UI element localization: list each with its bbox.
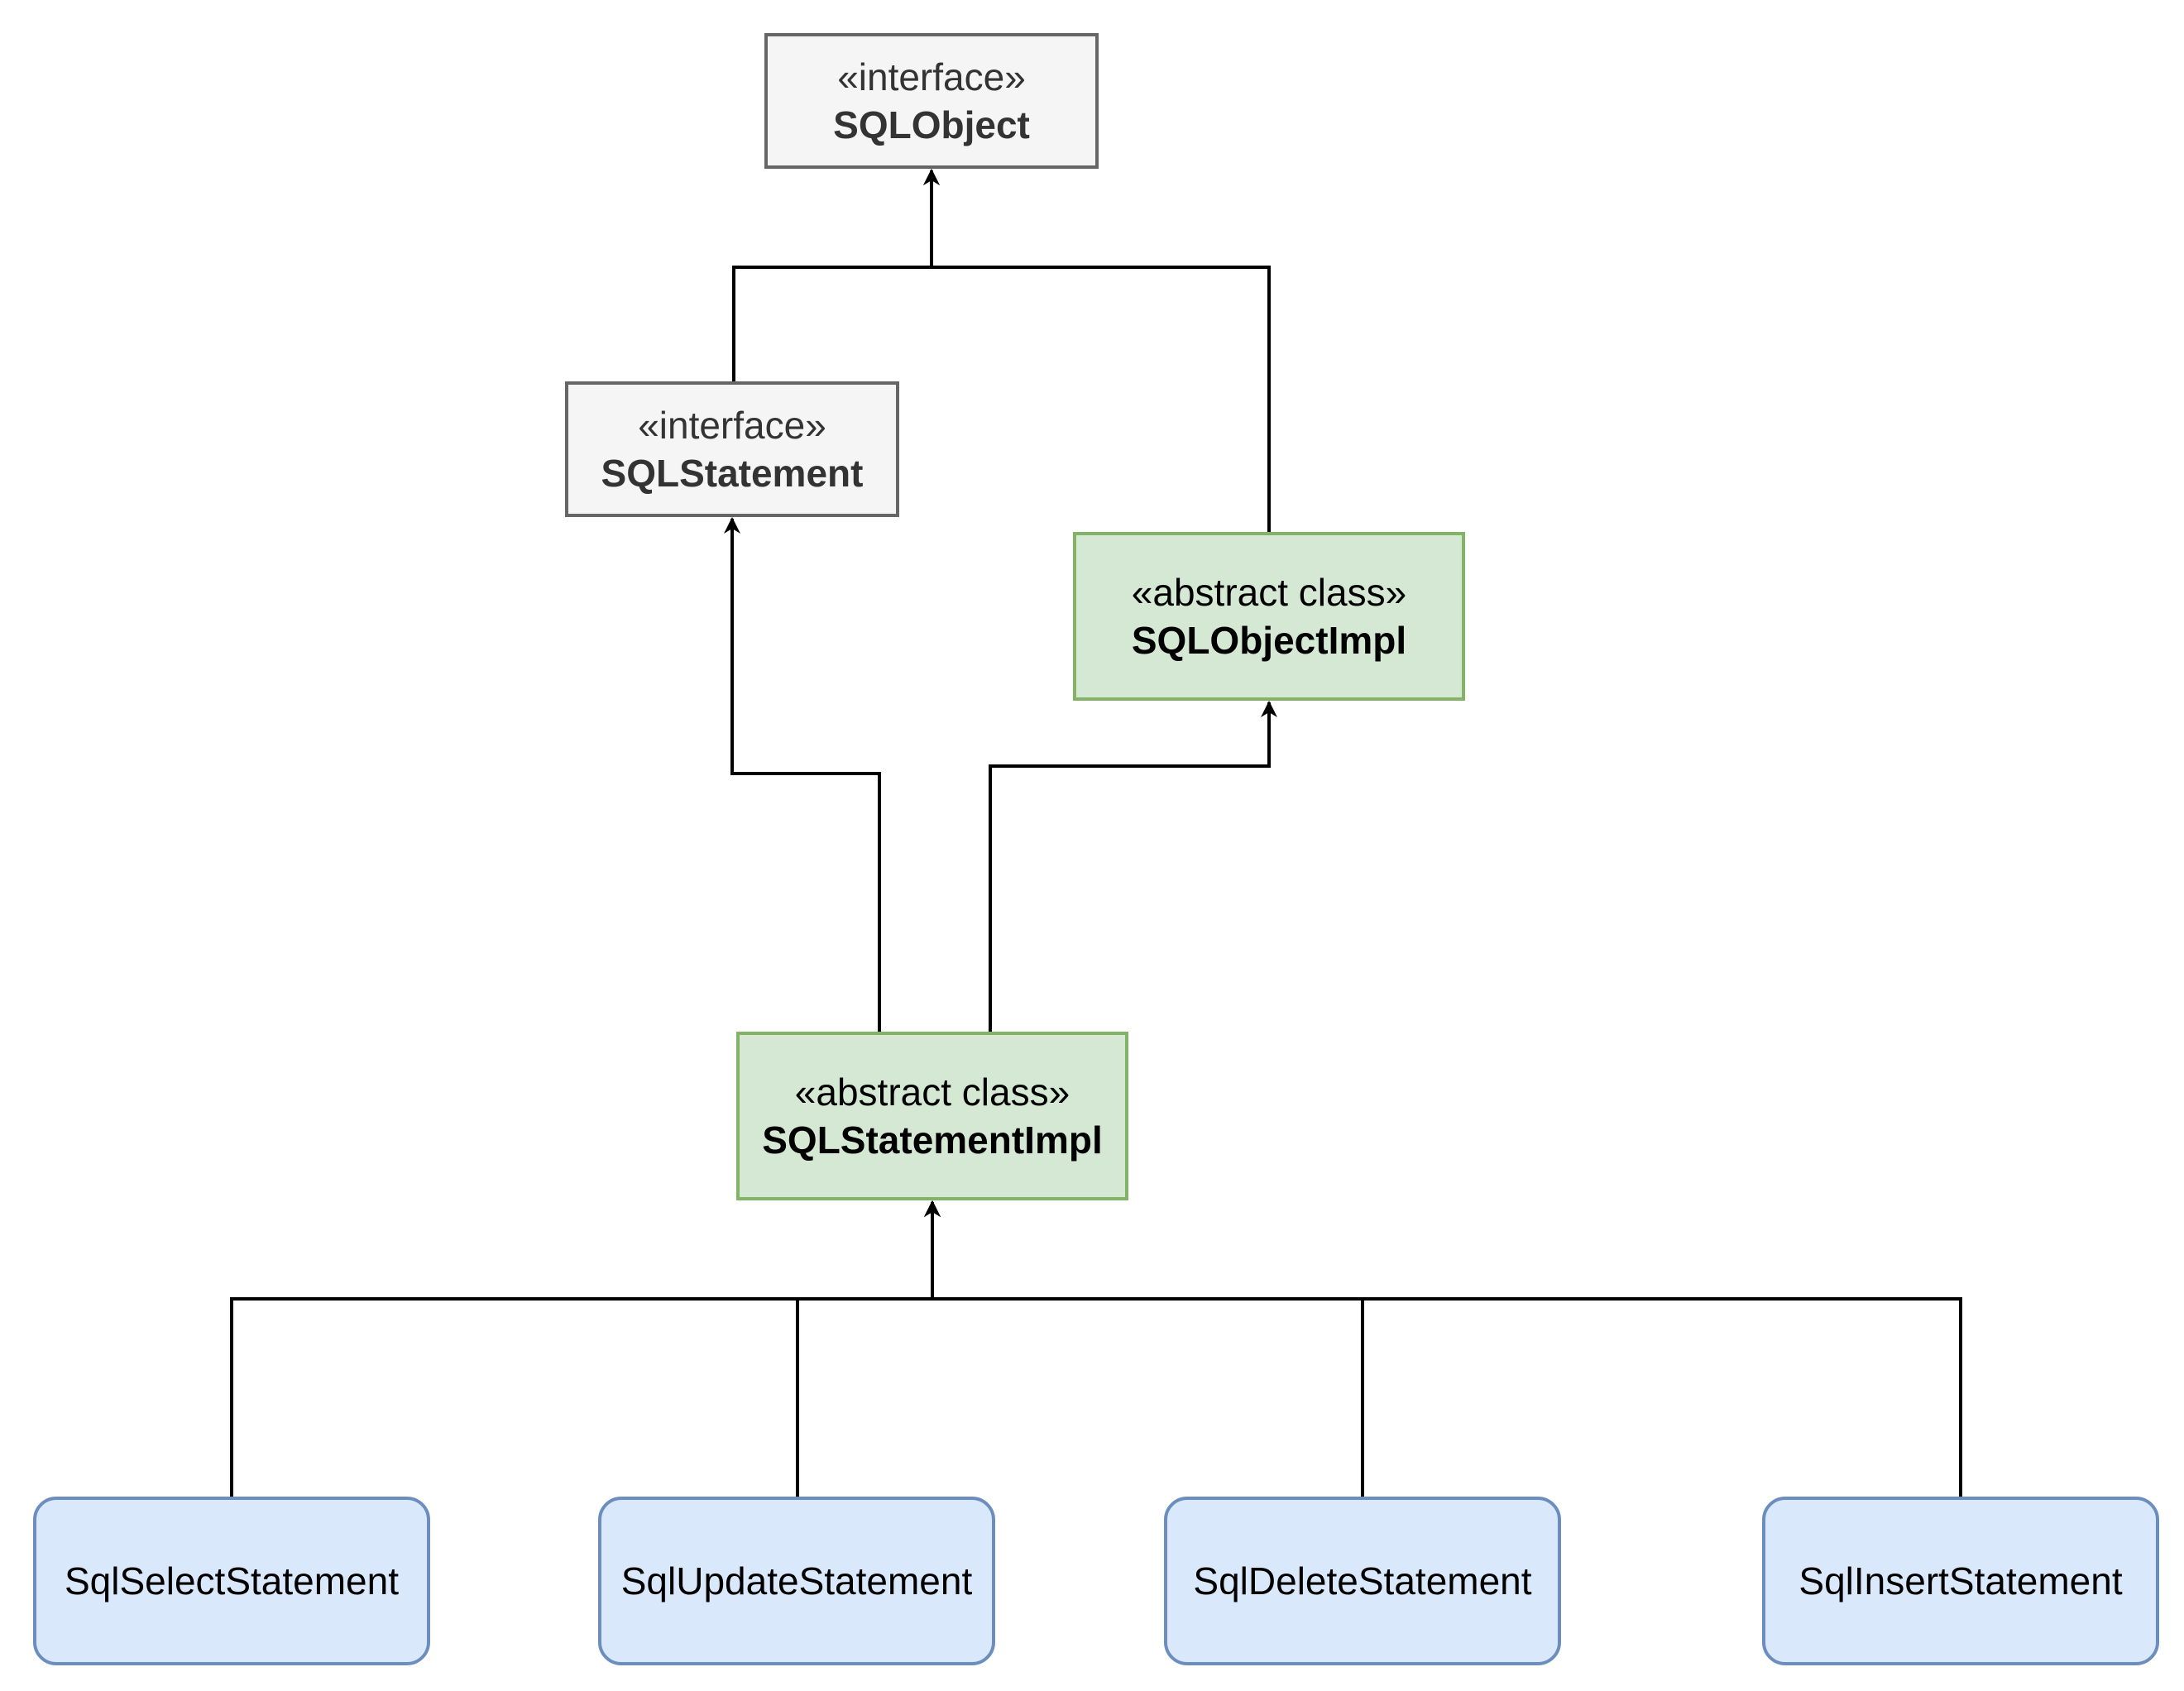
node-sqlinsertstatement[interactable]: SqlInsertStatement: [1762, 1497, 2159, 1665]
edge-delete-to-sqlstmtimpl: [924, 1200, 1364, 1497]
node-stereotype: «abstract class»: [794, 1071, 1070, 1114]
node-sqlstatementimpl[interactable]: «abstract class» SQLStatementImpl: [736, 1032, 1128, 1200]
edge-sqlstatement-to-sqlobject: [732, 169, 940, 381]
edge-sqlstmtimpl-to-sqlstatement: [724, 517, 881, 1032]
edge-select-to-sqlstmtimpl: [230, 1200, 941, 1497]
node-name: SQLStatement: [601, 452, 864, 495]
node-stereotype: «interface»: [837, 55, 1026, 98]
node-name: SqlDeleteStatement: [1193, 1559, 1532, 1602]
edge-sqlobjectimpl-to-sqlobject: [923, 169, 1271, 532]
node-sqlobject[interactable]: «interface» SQLObject: [764, 33, 1099, 169]
edge-sqlstmtimpl-to-sqlobjectimpl: [989, 701, 1277, 1032]
node-sqlstatement[interactable]: «interface» SQLStatement: [565, 381, 899, 517]
node-name: SQLObjectImpl: [1131, 619, 1407, 662]
node-sqlobjectimpl[interactable]: «abstract class» SQLObjectImpl: [1073, 532, 1465, 701]
edge-update-to-sqlstmtimpl: [796, 1200, 941, 1497]
node-sqldeletestatement[interactable]: SqlDeleteStatement: [1164, 1497, 1561, 1665]
node-name: SqlInsertStatement: [1798, 1559, 2123, 1602]
edge-insert-to-sqlstmtimpl: [924, 1200, 1962, 1497]
node-sqlselectstatement[interactable]: SqlSelectStatement: [33, 1497, 430, 1665]
node-name: SQLObject: [833, 103, 1030, 146]
node-name: SQLStatementImpl: [762, 1119, 1103, 1162]
node-stereotype: «interface»: [638, 404, 826, 447]
node-sqlupdatestatement[interactable]: SqlUpdateStatement: [598, 1497, 995, 1665]
node-stereotype: «abstract class»: [1131, 571, 1407, 614]
node-name: SqlSelectStatement: [64, 1559, 399, 1602]
node-name: SqlUpdateStatement: [620, 1559, 973, 1602]
